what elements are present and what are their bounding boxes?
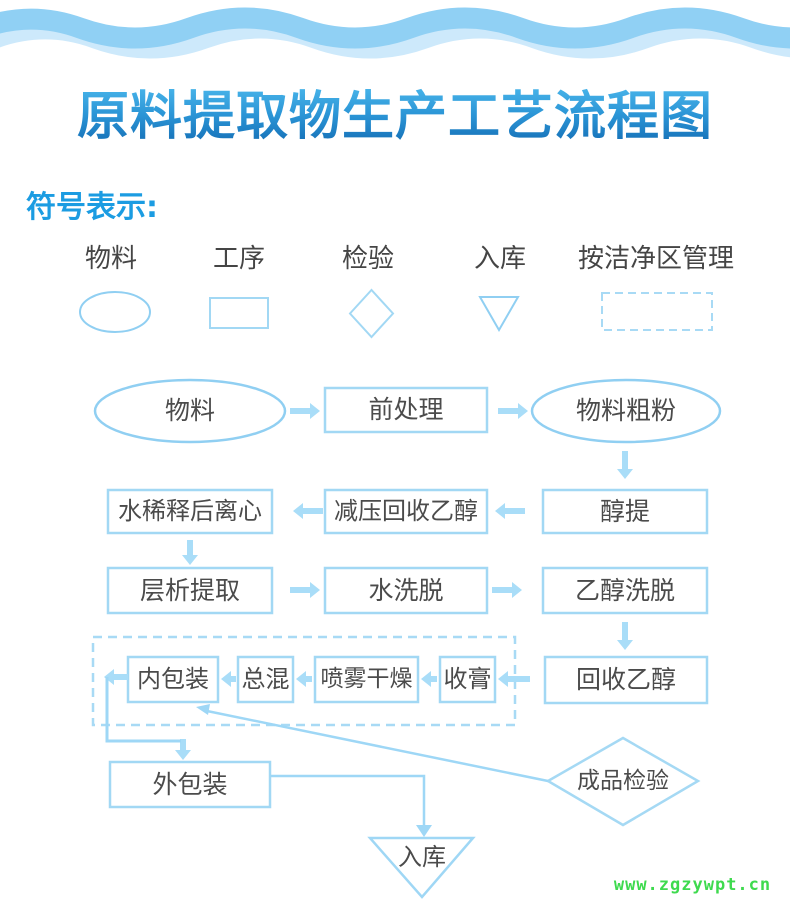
legend-label-inspection: 检验 bbox=[341, 243, 394, 274]
legend-diamond-shape bbox=[348, 288, 395, 339]
arrow-chromatography-to-water-elution bbox=[290, 582, 320, 598]
connector-heads bbox=[196, 704, 432, 837]
warehousing-triangle bbox=[367, 836, 476, 899]
water-elution-box bbox=[323, 566, 489, 615]
legend-label-clean-area: 按洁净区管理 bbox=[577, 243, 734, 274]
node-finished-product-inspection: 成品检验 bbox=[577, 768, 669, 795]
wave-dark-band bbox=[0, 7, 790, 49]
arrow-coarse-powder-to-alcohol-extraction bbox=[617, 451, 633, 479]
outer-packaging-box bbox=[108, 760, 272, 809]
node-warehousing: 入库 bbox=[398, 842, 446, 871]
node-ethanol-recovery: 回收乙醇 bbox=[575, 665, 676, 695]
arrow-pretreatment-to-coarse-powder bbox=[498, 403, 528, 419]
node-water-dilution-centrifuge: 水稀释后离心 bbox=[118, 497, 262, 526]
arrow-spray-drying-to-total-mixing bbox=[296, 671, 312, 687]
arrowhead-into-outer-packaging bbox=[175, 739, 191, 760]
arrow-total-mixing-to-inner-packaging bbox=[221, 671, 236, 687]
flow-arrows bbox=[104, 403, 633, 760]
chromatography-box bbox=[106, 566, 274, 615]
pretreatment-box bbox=[323, 386, 489, 434]
legend-shapes bbox=[79, 288, 713, 339]
wave-banner bbox=[0, 7, 790, 59]
finished-inspection-diamond bbox=[545, 736, 701, 827]
vacuum-recovery-box bbox=[323, 488, 489, 535]
alcohol-extraction-box bbox=[541, 488, 709, 535]
node-water-elution: 水洗脱 bbox=[368, 575, 444, 605]
ethanol-recovery-box bbox=[543, 655, 709, 705]
spray-drying-box bbox=[313, 655, 420, 704]
legend-triangle-shape bbox=[478, 296, 520, 333]
arrow-water-elution-to-ethanol-elution bbox=[492, 582, 522, 598]
arrowhead-into-warehousing bbox=[416, 825, 432, 837]
node-inner-packaging: 内包装 bbox=[137, 665, 209, 694]
arrow-water-dilution-to-chromatography bbox=[182, 540, 198, 565]
legend-rect-shape bbox=[209, 297, 269, 329]
connector-inspection-to-inner-packaging bbox=[206, 709, 549, 783]
node-materials: 物料 bbox=[164, 396, 215, 426]
arrow-inner-packaging-exit-left bbox=[104, 669, 128, 685]
paste-collection-box bbox=[438, 655, 497, 704]
node-total-mixing: 总混 bbox=[241, 665, 290, 694]
node-chromatography-extraction: 层析提取 bbox=[139, 575, 240, 605]
node-paste-collection: 收膏 bbox=[443, 665, 492, 694]
legend-label-process: 工序 bbox=[212, 243, 265, 274]
connector-inner-to-outer-packaging bbox=[105, 677, 181, 743]
water-dilution-box bbox=[106, 488, 274, 535]
node-ethanol-elution: 乙醇洗脱 bbox=[574, 575, 675, 605]
page-title: 原料提取物生产工艺流程图 bbox=[0, 86, 790, 150]
node-outer-packaging: 外包装 bbox=[152, 769, 228, 799]
legend-label-materials: 物料 bbox=[84, 243, 137, 274]
arrow-vacuum-recovery-to-water-dilution bbox=[293, 503, 323, 519]
arrow-alcohol-extraction-to-vacuum-recovery bbox=[495, 503, 525, 519]
legend-heading: 符号表示: bbox=[26, 189, 158, 225]
materials-ellipse bbox=[93, 378, 287, 444]
arrowhead-at-inner-packaging bbox=[196, 704, 210, 715]
node-coarse-powder: 物料粗粉 bbox=[575, 396, 676, 426]
connectors bbox=[105, 677, 549, 826]
ethanol-elution-box bbox=[541, 566, 709, 615]
flowchart-shapes bbox=[91, 378, 722, 899]
arrow-ethanol-recovery-to-paste-collection bbox=[498, 671, 530, 687]
legend-dashed-rect-shape bbox=[601, 292, 713, 331]
legend-label-warehousing: 入库 bbox=[473, 243, 526, 274]
arrow-materials-to-pretreatment bbox=[290, 403, 320, 419]
arrow-ethanol-elution-to-ethanol-recovery bbox=[617, 622, 633, 650]
legend-ellipse-shape bbox=[79, 291, 151, 333]
connector-outer-packaging-to-warehousing bbox=[270, 774, 426, 826]
inner-packaging-box bbox=[126, 655, 220, 704]
watermark-url: www.zgzywpt.cn bbox=[613, 874, 772, 895]
coarse-powder-ellipse bbox=[530, 378, 722, 444]
node-spray-drying: 喷雾干燥 bbox=[320, 665, 413, 692]
node-alcohol-extraction: 醇提 bbox=[599, 496, 650, 526]
arrow-paste-collection-to-spray-drying bbox=[421, 671, 437, 687]
node-vacuum-ethanol-recovery: 减压回收乙醇 bbox=[334, 497, 478, 526]
node-pretreatment: 前处理 bbox=[368, 395, 444, 425]
total-mixing-box bbox=[236, 655, 295, 704]
